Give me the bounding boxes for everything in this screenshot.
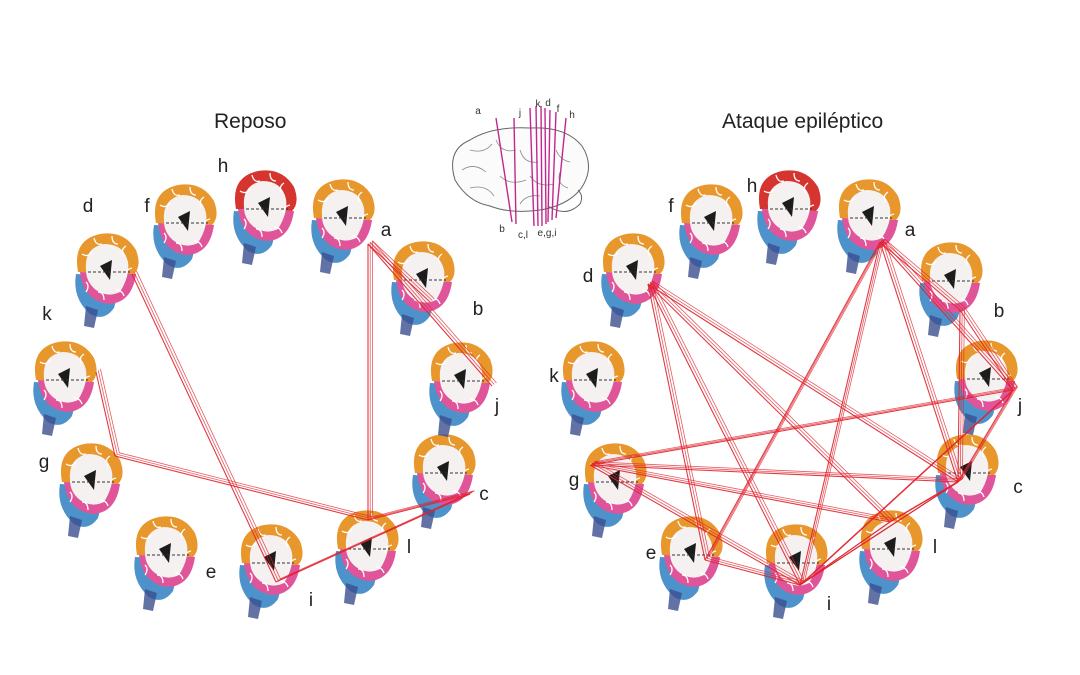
rest-brain-slice-j	[429, 342, 492, 437]
rest-connection-k-g	[96, 372, 115, 456]
rest-slice-label-e: e	[206, 562, 217, 583]
rest-brain-slice-e	[134, 516, 197, 611]
rest-slice-label-c: c	[479, 484, 489, 505]
rest-slice-label-i: i	[309, 590, 313, 611]
seizure-slice-label-i: i	[827, 594, 831, 615]
seizure-brain-slice-d	[601, 233, 664, 328]
seizure-connection-strand	[650, 282, 892, 520]
seizure-slice-label-c: c	[1013, 477, 1023, 498]
rest-slices	[33, 170, 492, 619]
seizure-connection-strand	[652, 281, 709, 557]
rest-brain-slice-h	[233, 170, 296, 265]
rest-slice-label-l: l	[407, 537, 411, 558]
seizure-brain-slice-l	[859, 510, 922, 605]
seizure-connection-d-e	[648, 284, 705, 560]
rest-brain-slice-b	[391, 241, 454, 336]
seizure-connection-strand	[650, 282, 707, 558]
rest-brain-slice-a	[311, 179, 374, 274]
seizure-slice-label-l: l	[933, 537, 937, 558]
inset-section-line	[545, 108, 546, 224]
inset-top-label: a	[475, 106, 481, 117]
inset-top-label: d	[545, 98, 551, 109]
seizure-slice-label-e: e	[646, 543, 657, 564]
seizure-connection-d-l	[648, 284, 890, 522]
seizure-slice-label-h: h	[747, 176, 758, 197]
inset-top-label: h	[569, 110, 575, 121]
seizure-slice-label-g: g	[569, 470, 580, 491]
rest-brain-slice-d	[75, 233, 138, 328]
seizure-slice-label-f: f	[668, 196, 674, 217]
rest-slice-label-a: a	[381, 220, 392, 241]
seizure-brain-slice-g	[583, 443, 646, 538]
seizure-slice-label-b: b	[994, 301, 1005, 322]
rest-slice-label-h: h	[218, 156, 229, 177]
rest-slice-label-j: j	[494, 396, 499, 417]
rest-slice-label-k: k	[42, 304, 52, 325]
inset-section-line	[541, 106, 542, 226]
rest-connection-g-l	[115, 456, 368, 520]
seizure-slice-label-d: d	[583, 266, 594, 287]
seizure-slice-label-k: k	[549, 366, 559, 387]
inset-bottom-label: b	[499, 224, 505, 235]
rest-brain-slice-g	[59, 443, 122, 538]
rest-slice-label-d: d	[83, 196, 94, 217]
inset-top-label: j	[518, 108, 521, 119]
inset-bottom-label: e,g,i	[538, 228, 557, 239]
rest-brain-slice-k	[33, 341, 96, 436]
seizure-connection-strand	[709, 239, 884, 557]
rest-brain-slice-l	[335, 510, 398, 605]
rest-slice-label-b: b	[473, 299, 484, 320]
rest-brain-slice-f	[153, 184, 216, 279]
rest-connection-strand	[100, 369, 119, 453]
rest-slice-label-f: f	[144, 196, 150, 217]
seizure-connection-strand	[652, 281, 962, 479]
inset-brain-outline	[453, 128, 589, 212]
seizure-brain-slice-f	[679, 184, 742, 279]
rest-connection-strand	[98, 370, 117, 454]
rest-connection-strand	[119, 453, 372, 517]
seizure-slice-label-j: j	[1017, 396, 1022, 417]
seizure-slice-label-a: a	[905, 220, 916, 241]
seizure-connection-a-e	[705, 242, 880, 560]
seizure-connection-strand	[707, 240, 882, 558]
seizure-brain-slice-b	[919, 242, 982, 337]
inset-bottom-label: c,l	[518, 230, 528, 241]
seizure-brain-slice-h	[757, 170, 820, 265]
inset-top-label: f	[557, 104, 560, 115]
rest-slice-label-g: g	[39, 452, 50, 473]
rest-connection-strand	[117, 454, 370, 518]
seizure-connection-d-c	[648, 284, 958, 482]
seizure-brain-slice-k	[561, 341, 624, 436]
seizure-brain-slice-e	[659, 516, 722, 611]
